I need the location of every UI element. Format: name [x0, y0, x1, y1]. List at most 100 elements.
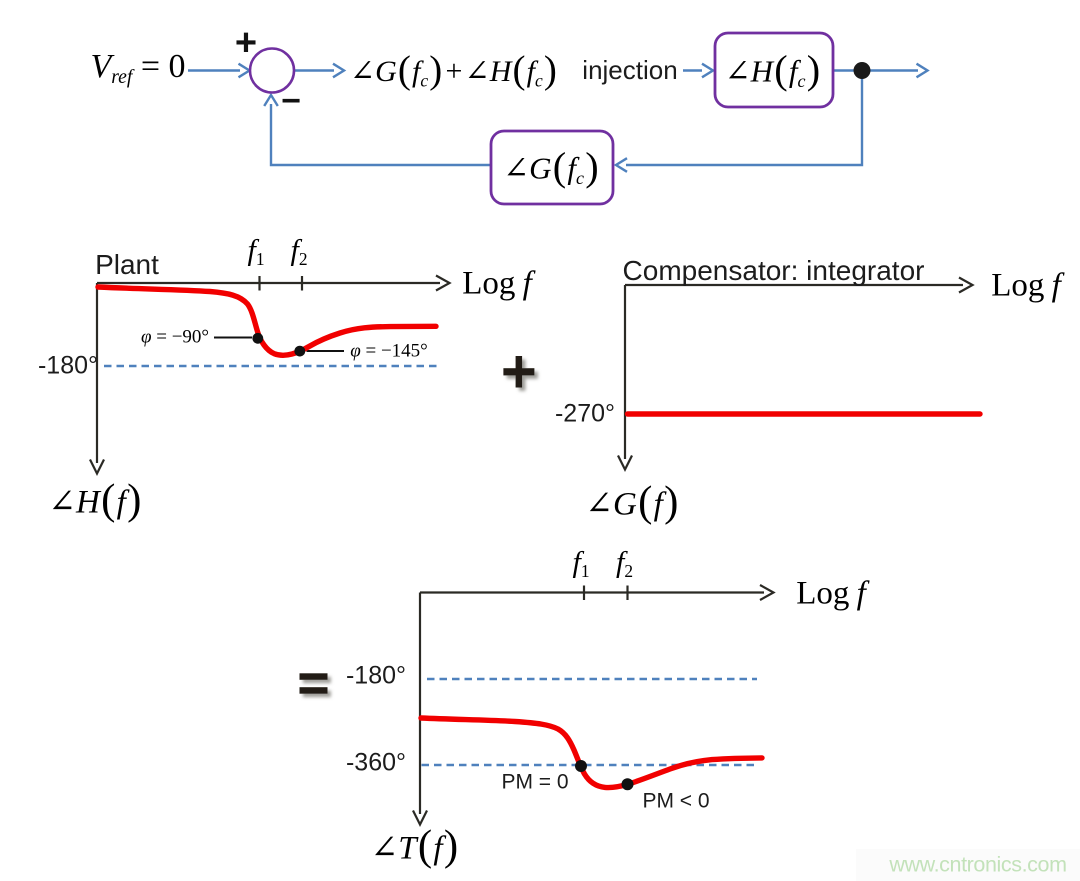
plus-operator-vbar — [515, 356, 523, 388]
plant-marker2-dot — [294, 345, 306, 357]
subscript-token: 1 — [255, 248, 265, 269]
plant-y-axis-label: ∠H(f) — [48, 476, 142, 524]
feedback-up-arrow-head — [263, 92, 279, 107]
math-token: G — [375, 54, 397, 88]
math-token: φ — [140, 326, 152, 347]
total-y-axis-label: ∠T(f) — [371, 822, 460, 870]
math-token: f — [788, 53, 798, 89]
math-token: f — [116, 484, 126, 521]
plant-marker1-label: φ = −90° — [141, 327, 209, 346]
upright-token: = −90° — [151, 326, 210, 347]
paren-token: ( — [774, 46, 788, 92]
italic-f-token: f — [522, 265, 532, 301]
plant-f1-label: f1 — [247, 233, 265, 269]
math-token: G — [529, 150, 552, 186]
equals-operator — [299, 673, 328, 694]
paren-token: ) — [543, 47, 557, 91]
upright-token: = −145° — [360, 340, 428, 362]
math-token: f — [290, 233, 299, 267]
subscript-token: 2 — [624, 560, 634, 581]
paren-token: ) — [664, 478, 679, 526]
math-token: f — [653, 485, 663, 522]
math-token: f — [615, 545, 625, 579]
subscript-token: c — [576, 168, 584, 189]
subscript-token: c — [797, 70, 806, 91]
total-ref-dashed-lines — [421, 677, 759, 767]
watermark: www.cntronics.com — [889, 851, 1067, 876]
plant-ref-line-label: -180° — [37, 351, 99, 380]
total-phase-curve — [418, 715, 765, 791]
paren-token: ( — [417, 822, 433, 870]
g-block-label: ∠G(fc) — [503, 143, 600, 189]
sum-minus-sign: − — [281, 82, 301, 120]
output-arrow-head — [915, 62, 930, 79]
input-label: Vref = 0 — [90, 50, 185, 88]
compensator-title: Compensator: integrator — [622, 255, 925, 286]
plus-operator — [503, 356, 535, 388]
subscript-token: 2 — [298, 248, 308, 269]
subscript-token: c — [420, 69, 429, 90]
paren-token: ( — [101, 476, 116, 524]
math-token: f — [526, 54, 536, 88]
math-token: H — [750, 53, 774, 89]
plus-token: + — [445, 54, 463, 88]
upright-token: Log — [991, 267, 1045, 303]
paren-token: ( — [512, 47, 526, 91]
block-diagram-connectors — [188, 62, 930, 173]
paren-token: ) — [127, 476, 142, 524]
plant-marker1-dot — [252, 332, 264, 344]
subscript-token: ref — [111, 66, 133, 89]
paren-token: ) — [585, 143, 599, 189]
sum-plus-sign: + — [234, 22, 258, 64]
branch-feedback-line — [626, 70, 864, 167]
math-token: H — [489, 54, 512, 88]
upright-token: = 0 — [132, 48, 186, 86]
watermark-backdrop — [856, 849, 1080, 881]
total-x-axis-arrow-head — [759, 584, 776, 601]
compensator-y-axis-arrow-head — [617, 455, 633, 472]
paren-token: ( — [638, 478, 653, 526]
total-f1-label: f1 — [572, 547, 589, 580]
plant-f2-label: f2 — [290, 233, 308, 269]
italic-f-token: f — [1051, 267, 1061, 303]
math-token: ∠ — [48, 484, 76, 521]
math-token: ∠ — [585, 485, 613, 522]
total-plot-axes — [412, 584, 776, 827]
equals-operator-bottom-bar — [299, 687, 328, 694]
equals-operator-top-bar — [299, 673, 328, 680]
plant-phase-curve — [95, 284, 439, 358]
paren-token: ) — [806, 46, 821, 92]
total-f2-label: f2 — [616, 547, 633, 580]
paren-token: ( — [397, 47, 411, 91]
total-pmneg-dot — [621, 778, 634, 791]
plant-y-axis-arrow-head — [89, 459, 105, 476]
math-token: ∠ — [349, 54, 376, 88]
total-y-axis-arrow-head — [412, 810, 428, 827]
plant-plot-axes — [89, 274, 452, 476]
upright-token: Log — [796, 575, 850, 611]
total-ref-line1-label: -180° — [345, 661, 407, 690]
feedback-return-line — [269, 104, 491, 167]
h-block-label: ∠H(fc) — [724, 46, 822, 92]
math-token: f — [567, 150, 577, 186]
branch-dot — [853, 62, 871, 79]
compensator-y-axis-label: ∠G(f) — [585, 478, 679, 526]
compensator-line-label: -270° — [554, 399, 616, 427]
math-token: f — [247, 233, 256, 267]
math-token: φ — [350, 340, 361, 362]
plant-x-axis-arrow-head — [435, 274, 452, 292]
math-token: ∠ — [724, 53, 751, 89]
total-pm0-label: PM = 0 — [501, 770, 569, 793]
italic-f-token: f — [856, 575, 866, 611]
g-block-box — [489, 129, 615, 206]
sum-expression: ∠G(fc)+∠H(fc) — [350, 50, 558, 89]
subscript-token: c — [535, 69, 543, 90]
subscript-token: 1 — [580, 560, 590, 581]
sum-output-arrow-head — [332, 62, 347, 79]
paren-token: ) — [429, 47, 443, 91]
